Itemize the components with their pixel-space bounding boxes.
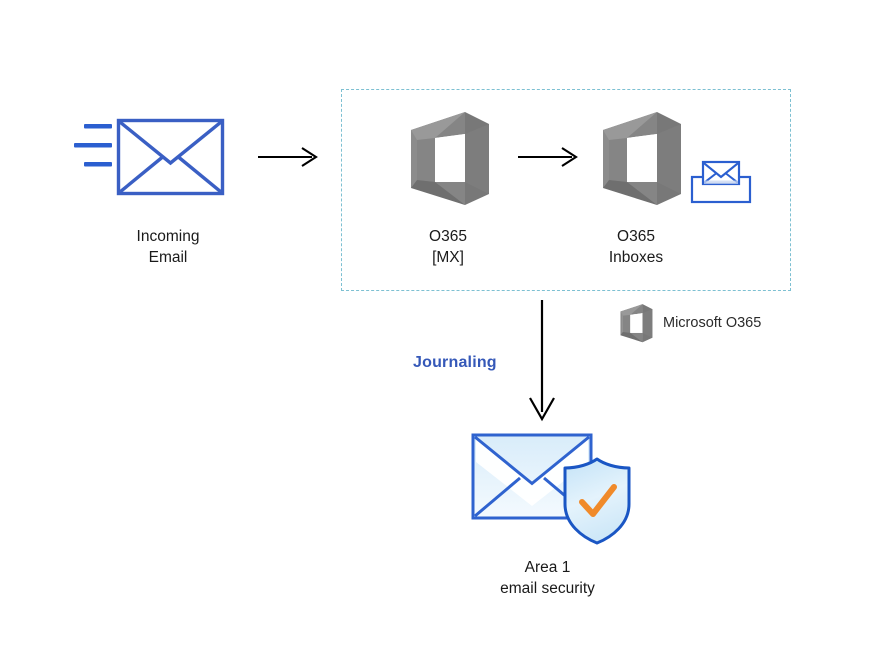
o365-mx-node [405,108,493,208]
inbox-envelope-shadow [704,180,738,184]
o365-inboxes-label-line2: Inboxes [608,249,664,266]
area1-label-line2: email security [500,580,595,597]
area1-node [470,432,631,547]
office-icon-left-face [411,112,465,188]
arrow-head [529,397,555,422]
office-icon-aperture [627,134,657,182]
incoming-email-node [70,115,235,210]
speed-line-top [84,124,112,129]
speed-line-middle [74,143,112,148]
envelope-fold-right [177,156,222,194]
area1-label-line1: Area 1 [524,559,571,576]
office-icon-top-shade [411,112,465,140]
arrow-right-icon [518,147,578,167]
arrow-mx-to-inboxes [518,143,580,171]
o365-inbox-tray-node [690,160,752,204]
inbox-tray [690,175,752,204]
arrow-head [561,147,578,167]
office-icon-aperture [630,313,643,333]
incoming-email-label-line2: Email [148,249,188,266]
office-icon-bottom-shade [603,180,657,205]
office-icon-right-band [642,309,653,338]
incoming-email-label-line1: Incoming [136,228,200,245]
o365-mx-label-line1: O365 [429,228,467,245]
office-365-icon [411,112,489,205]
office-icon-right-band [657,124,681,194]
office-icon-aperture [435,134,465,182]
office-icon-bottom-shade [411,180,465,205]
office-icon-left-face [620,304,643,336]
office-icon-top-shade [603,112,657,140]
envelope-icon [74,118,225,196]
o365-group-box [341,89,791,291]
inbox-envelope-icon [690,160,752,204]
office-icon-left-face [603,112,657,188]
area1-shield [563,457,631,545]
o365-mx-label: O365 [MX] [378,226,518,268]
envelope-fold-left [119,156,164,194]
area1-check-icon [579,484,617,517]
inbox-envelope-flap [703,162,739,179]
arrow-head [301,147,318,167]
office-365-icon [620,304,653,343]
arrow-right-icon [258,147,318,167]
o365-inboxes-label-line1: O365 [617,228,655,245]
journaling-label: Journaling [413,354,497,371]
office-icon-right-band [465,124,489,194]
area1-envelope-flap [474,435,590,486]
legend-microsoft-o365: Microsoft O365 [618,302,761,344]
legend-label: Microsoft O365 [663,315,762,331]
envelope-flap [119,120,222,166]
area1-label: Area 1 email security [475,557,620,599]
area1-envelope-fold-left [474,476,521,518]
arrow-down-icon [529,300,555,422]
arrow-inboxes-to-area1 [522,300,562,422]
o365-mx-label-line2: [MX] [432,249,464,266]
office-365-icon [603,112,681,205]
speed-line-bottom [84,162,112,167]
envelope-body [116,118,225,196]
office-icon-top-shade [620,304,643,316]
envelope-shield-icon [471,433,631,545]
office-icon-bottom-shade [620,332,643,343]
o365-inboxes-node [597,108,685,208]
arrow-incoming-to-mx [258,143,320,171]
